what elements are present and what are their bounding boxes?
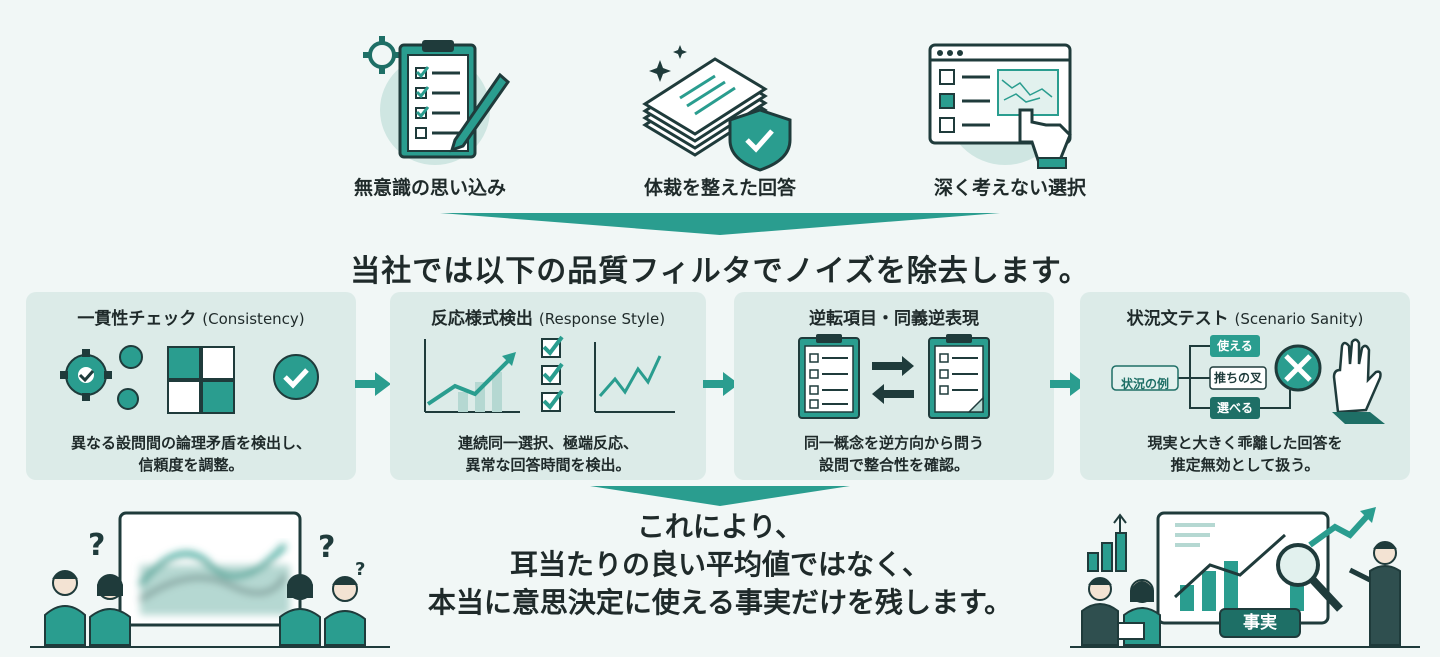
funnel-arrow-bottom — [590, 486, 850, 506]
filter-card-consistency: 一貫性チェック (Consistency) 異なる設問間の論理矛盾を検出し、信頼… — [26, 292, 356, 480]
clipboard-pen-icon — [363, 36, 511, 165]
filter-card-scenario: 状況文テスト (Scenario Sanity) 状況の例 使える 推ちの叉 選… — [1080, 292, 1410, 480]
scenario-option-3: 選べる — [1216, 401, 1253, 415]
confused-people-blurry-chart-illustration: ? ? ? — [30, 511, 390, 648]
card-title: 反応様式検出 (Response Style) — [430, 309, 666, 329]
noise-label-1: 無意識の思い込み — [353, 177, 506, 199]
noise-label-3: 深く考えない選択 — [933, 177, 1086, 199]
screen-click-icon — [928, 43, 1072, 169]
scenario-source-label: 状況の例 — [1120, 377, 1169, 391]
gears-puzzle-check-icon — [60, 345, 319, 414]
card-title: 逆転項目・同義逆表現 — [809, 309, 979, 329]
arrow-right-icon — [1050, 372, 1086, 396]
noise-source-2: 体裁を整えた回答 — [590, 30, 850, 210]
scenario-option-2: 推ちの叉 — [1213, 371, 1262, 385]
paper-stack-shield-icon — [642, 45, 792, 172]
filter-card-response-style: 反応様式検出 (Response Style) 連続同一選択、極端反応、異常な回… — [390, 292, 706, 480]
conclusion-text: これにより、耳当たりの良い平均値ではなく、本当に意思決定に使える事実だけを残しま… — [427, 510, 1013, 619]
business-people-fact-chart-illustration — [1070, 507, 1420, 648]
fact-badge: 事実 — [1243, 613, 1277, 633]
clipboards-swap-icon — [798, 334, 990, 419]
scenario-option-1: 使える — [1217, 339, 1253, 353]
card-desc: 同一概念を逆方向から問う設問で整合性を確認。 — [803, 434, 984, 474]
svg-text:?: ? — [318, 530, 335, 565]
card-desc: 異なる設問間の論理矛盾を検出し、信頼度を調整。 — [70, 434, 311, 474]
svg-text:?: ? — [355, 559, 365, 580]
funnel-arrow-top — [440, 213, 1000, 235]
filter-card-reverse-items: 逆転項目・同義逆表現 同一概念を逆方向から問う設問で整合性を確認。 — [734, 292, 1054, 480]
arrow-right-icon — [703, 372, 739, 396]
noise-label-2: 体裁を整えた回答 — [643, 177, 796, 199]
scenario-branch-diagram — [1111, 335, 1385, 424]
svg-text:?: ? — [88, 528, 105, 563]
card-desc: 現実と大きく乖離した回答を推定無効として扱う。 — [1147, 434, 1343, 474]
card-desc: 連続同一選択、極端反応、異常な回答時間を検出。 — [457, 434, 638, 474]
noise-source-1: 無意識の思い込み — [300, 30, 560, 210]
headline: 当社では以下の品質フィルタでノイズを除去します。 — [350, 254, 1090, 289]
trend-chart-checklist-icon — [424, 335, 675, 413]
card-title: 状況文テスト (Scenario Sanity) — [1126, 309, 1364, 329]
noise-source-3: 深く考えない選択 — [880, 30, 1140, 210]
card-title: 一貫性チェック (Consistency) — [77, 309, 305, 329]
arrow-right-icon — [355, 372, 391, 396]
